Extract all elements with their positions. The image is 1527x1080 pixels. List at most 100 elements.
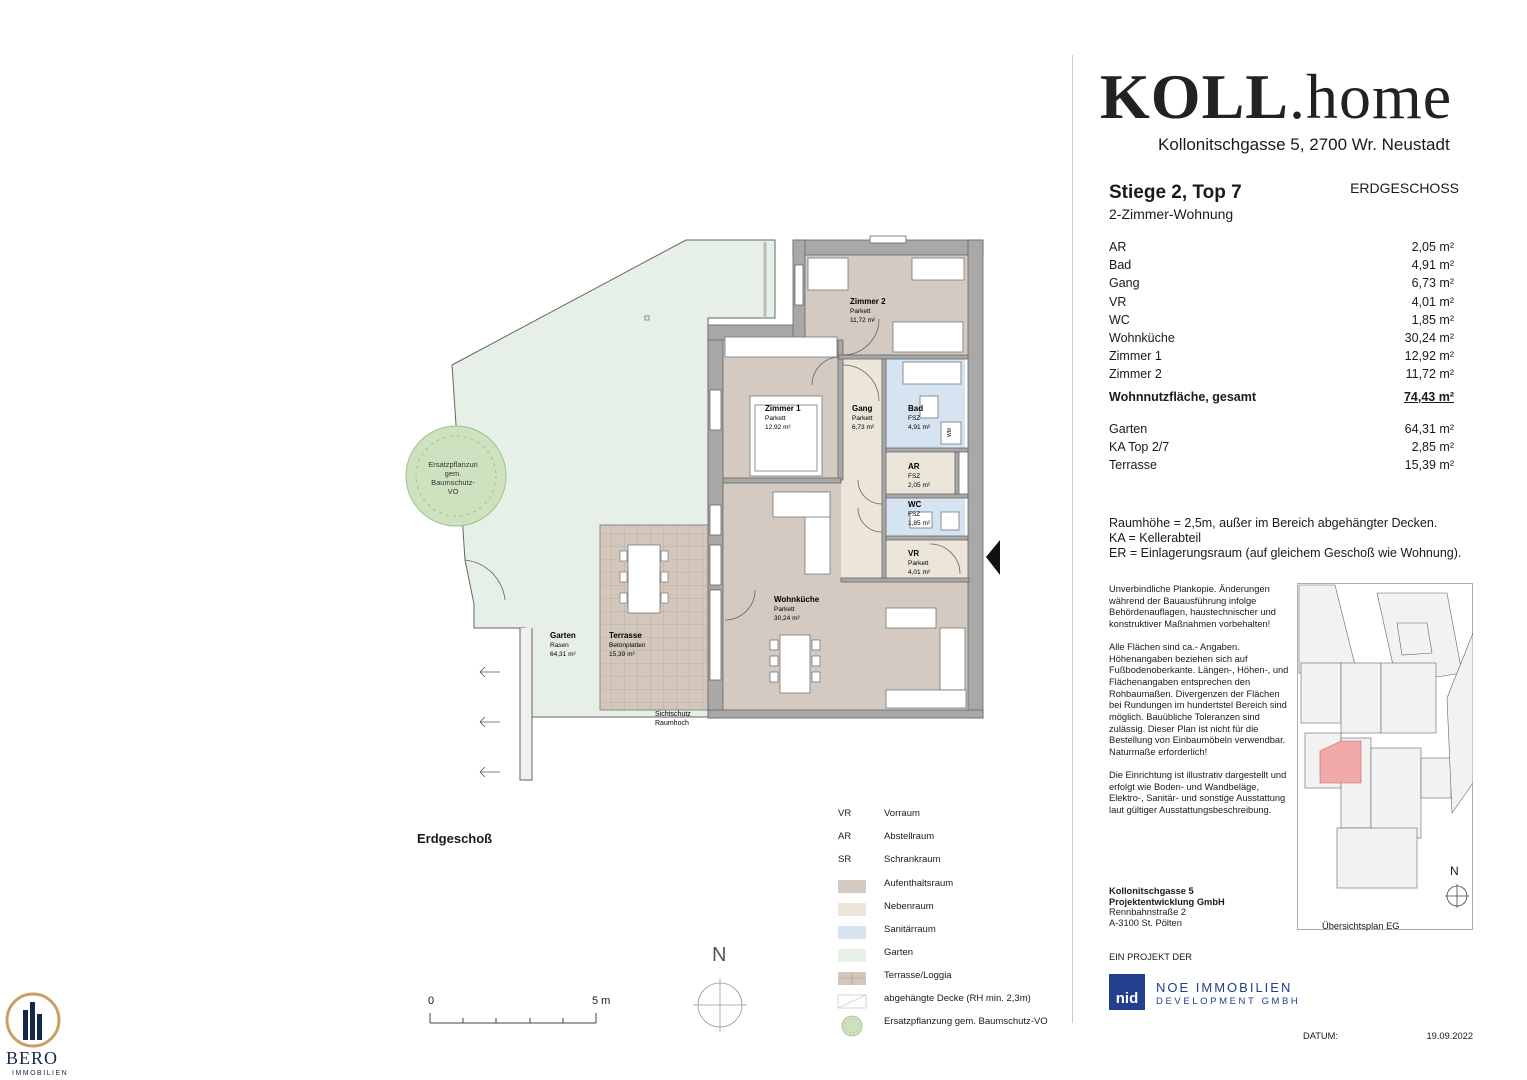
area-name: Zimmer 2 xyxy=(1109,367,1162,382)
area-value: 11,72 m² xyxy=(1405,367,1454,382)
zimmer-2-name: Zimmer 2 xyxy=(850,297,886,306)
vr-name: VR xyxy=(908,549,919,558)
area-name: Garten xyxy=(1109,421,1148,436)
terrasse-name: Terrasse xyxy=(609,631,642,640)
bad-floor-type: FSZ xyxy=(908,415,920,422)
noe-company-sub: DEVELOPMENT GMBH xyxy=(1156,996,1301,1007)
company-line: Rennbahnstraße 2 xyxy=(1109,907,1187,917)
garten-floor-type: Rasen xyxy=(550,642,569,649)
garten-area: 64,31 m² xyxy=(550,651,576,658)
legend-swatch-ersatzpflanzung xyxy=(841,1015,863,1037)
floor-heading: Erdgeschoß xyxy=(417,831,493,846)
overview-north-icon xyxy=(1445,884,1469,908)
overview-caption: Übersichtsplan EG xyxy=(1322,921,1400,931)
zimmer-2-area: 11,72 m² xyxy=(850,317,876,324)
bad-name: Bad xyxy=(908,404,923,413)
legend-label: Ersatzpflanzung gem. Baumschutz-VO xyxy=(884,1016,1048,1027)
area-row: Zimmer 2 11,72 m² xyxy=(1109,367,1454,385)
garden-gate xyxy=(464,559,506,601)
disclaimer: Unverbindliche Plankopie. Änderungen wäh… xyxy=(1109,584,1294,828)
unit-title: Stiege 2, Top 7 xyxy=(1109,182,1242,203)
area-value: 2,85 m² xyxy=(1411,439,1454,454)
legend-swatch-aufenthaltsraum xyxy=(838,880,866,893)
scale-end: 5 m xyxy=(592,995,611,1007)
area-name: Wohnküche xyxy=(1109,330,1175,345)
area-value: 1,85 m² xyxy=(1411,312,1454,327)
vr-floor-type: Parkett xyxy=(908,560,929,567)
area-total-value: 74,43 m² xyxy=(1403,389,1454,404)
extra-area-row: KA Top 2/7 2,85 m² xyxy=(1109,440,1454,458)
project-address: Kollonitschgasse 5, 2700 Wr. Neustadt xyxy=(1158,135,1450,154)
noe-company-name: NOE IMMOBILIEN xyxy=(1156,980,1293,995)
legend-swatch-nebenraum xyxy=(838,903,866,916)
zimmer-1-floor-type: Parkett xyxy=(765,415,786,422)
tree-label-4: VO xyxy=(448,487,459,496)
doors xyxy=(724,318,961,621)
ar-name: AR xyxy=(908,462,920,471)
area-value: 64,31 m² xyxy=(1404,421,1454,436)
overview-north-label: N xyxy=(1450,864,1459,878)
tree-label-3: Baumschutz- xyxy=(431,478,475,487)
wohnkueche-area: 30,24 m² xyxy=(774,615,800,622)
scale-start: 0 xyxy=(428,995,435,1007)
legend-label: Garten xyxy=(884,947,914,958)
north-label: N xyxy=(712,944,727,966)
windows xyxy=(709,235,907,681)
legend-swatch-decke xyxy=(837,994,867,1009)
north-compass-icon xyxy=(693,978,747,1032)
area-value: 6,73 m² xyxy=(1411,276,1454,291)
privacy-label-1: Sichtschutz xyxy=(655,711,691,718)
ar-area: 2,05 m² xyxy=(908,482,931,489)
gang-name: Gang xyxy=(852,404,873,413)
company-line: Projektentwicklung GmbH xyxy=(1109,896,1225,907)
zimmer-1-area: 12,92 m² xyxy=(765,424,791,431)
floor-label: ERDGESCHOSS xyxy=(1350,180,1459,196)
scale-bar xyxy=(429,1013,597,1024)
area-name: VR xyxy=(1109,294,1127,309)
vr-area: 4,01 m² xyxy=(908,569,931,576)
entrance-arrow-icon xyxy=(986,540,1000,575)
area-name: Zimmer 1 xyxy=(1109,349,1162,364)
legend-graphics xyxy=(837,880,867,1037)
legend-label: Nebenraum xyxy=(884,901,934,912)
overview-blocks xyxy=(1298,584,1473,889)
company-info: Kollonitschgasse 5 Projektentwicklung Gm… xyxy=(1109,886,1225,928)
wohnkueche-floor-type: Parkett xyxy=(774,606,795,613)
disclaimer-paragraph: Alle Flächen sind ca.- Angaben. Höhenang… xyxy=(1109,641,1289,758)
legend-label: abgehängte Decke (RH min. 2,3m) xyxy=(884,993,1031,1004)
area-value: 4,91 m² xyxy=(1411,258,1454,273)
zimmer-1-name: Zimmer 1 xyxy=(765,404,801,413)
unit-type: 2-Zimmer-Wohnung xyxy=(1109,206,1234,222)
garden-side-path xyxy=(474,627,533,781)
wc-floor-type: FSZ xyxy=(908,511,920,518)
area-value: 15,39 m² xyxy=(1404,457,1454,472)
gang-area: 6,73 m² xyxy=(852,424,875,431)
garden-arrow-icons xyxy=(479,666,500,778)
bad-area: 4,91 m² xyxy=(908,424,931,431)
zimmer-2-floor-type: Parkett xyxy=(850,308,871,315)
area-name: KA Top 2/7 xyxy=(1109,439,1170,454)
furniture xyxy=(724,257,967,709)
legend-code: AR xyxy=(838,831,852,842)
disclaimer-paragraph: Die Einrichtung ist illustrativ dargeste… xyxy=(1109,769,1287,815)
legend-label: Sanitärraum xyxy=(884,924,936,935)
ar-floor-type: FSZ xyxy=(908,473,920,480)
terrace-chairs xyxy=(619,550,669,604)
area-gap xyxy=(1109,412,1454,422)
legend-label: Aufenthaltsraum xyxy=(884,878,954,889)
legend-label: Abstellraum xyxy=(884,831,935,842)
brand-name-bold: KOLL xyxy=(1100,61,1289,132)
wc-area: 1,85 m² xyxy=(908,520,931,527)
wc-name: WC xyxy=(908,500,922,509)
area-value: 4,01 m² xyxy=(1411,294,1454,309)
note-line: KA = Kellerabteil xyxy=(1109,531,1202,545)
overview-highlight-top7 xyxy=(1319,740,1362,784)
